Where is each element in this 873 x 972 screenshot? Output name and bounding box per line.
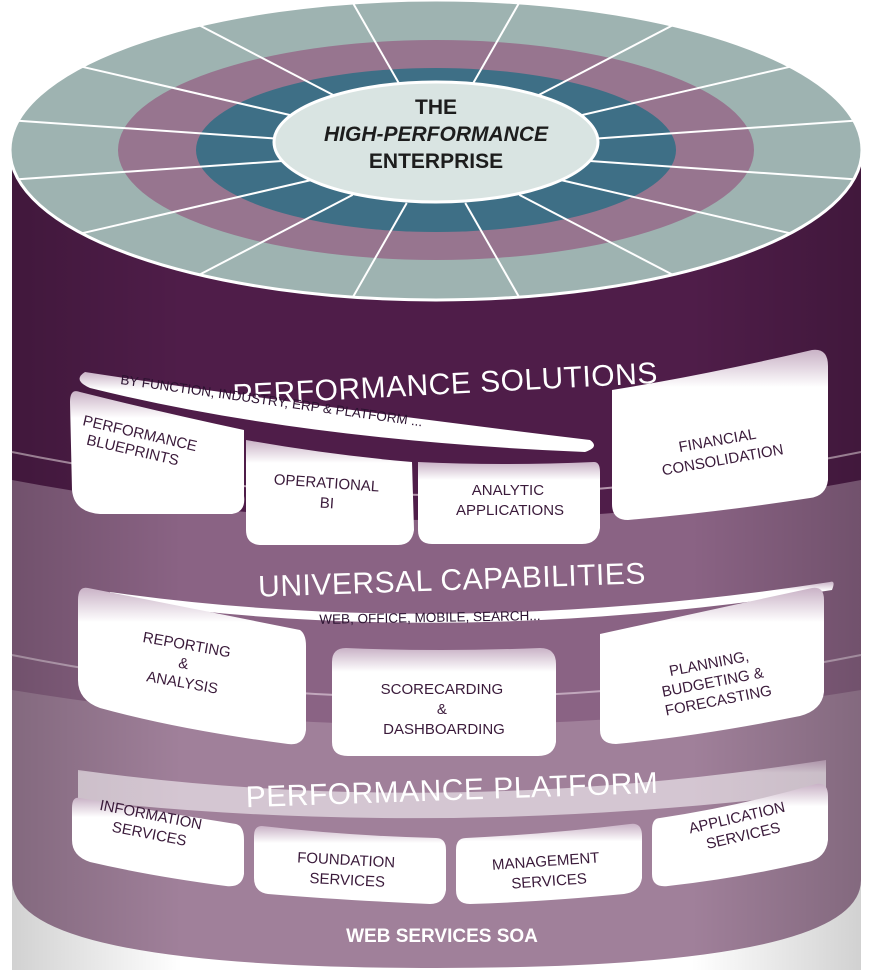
information-services-box	[72, 797, 244, 887]
core-title-line2: HIGH-PERFORMANCE	[324, 123, 549, 146]
capabilities-banner	[110, 581, 834, 623]
foundation-services-label: FOUNDATION SERVICES	[296, 849, 400, 891]
performance-blueprints-box	[70, 391, 245, 514]
core-title-line3: ENTERPRISE	[369, 150, 503, 173]
disc-spoke	[464, 2, 520, 98]
disc-spoke	[560, 179, 791, 235]
platform-title-banner	[78, 760, 826, 819]
planning-budgeting-box	[600, 587, 824, 744]
web-services-soa-label: WEB SERVICES SOA	[346, 926, 538, 947]
disc-spoke	[518, 194, 674, 276]
financial-consolidation-box	[612, 349, 828, 520]
top-disc: THE HIGH-PERFORMANCE ENTERPRISE	[8, 0, 864, 302]
analytic-applications-box	[418, 462, 600, 544]
disc-spoke	[18, 159, 289, 181]
disc-spoke	[560, 65, 791, 121]
disc-spoke	[464, 202, 520, 298]
capabilities-section: UNIVERSAL CAPABILITIES WEB, OFFICE, MOBI…	[78, 557, 834, 756]
disc-spoke	[583, 159, 854, 181]
reporting-analysis-box	[78, 587, 306, 745]
disc-spoke	[81, 179, 312, 235]
disc-spoke	[198, 194, 354, 276]
solutions-banner	[79, 372, 594, 452]
scorecarding-dashboarding-label: SCORECARDING & DASHBOARDING	[381, 681, 508, 738]
analytic-applications-label: ANALYTIC APPLICATIONS	[456, 482, 564, 519]
disc-spoke	[352, 202, 408, 298]
scorecarding-dashboarding-box	[332, 648, 556, 756]
application-services-box	[652, 783, 828, 887]
disc-spoke	[352, 2, 408, 98]
disc-spoke	[81, 65, 312, 121]
core-disc	[272, 80, 600, 204]
core-title-line1: THE	[415, 96, 457, 119]
disc-spokes	[18, 2, 854, 298]
management-services-box	[456, 823, 642, 904]
operational-bi-box	[246, 440, 414, 545]
disc-spoke	[518, 24, 674, 106]
capabilities-banner-text: WEB, OFFICE, MOBILE, SEARCH...	[319, 608, 541, 627]
disc-spoke	[18, 119, 289, 141]
disc-spoke	[583, 119, 854, 141]
foundation-services-box	[254, 826, 446, 904]
disc-spoke	[198, 24, 354, 106]
